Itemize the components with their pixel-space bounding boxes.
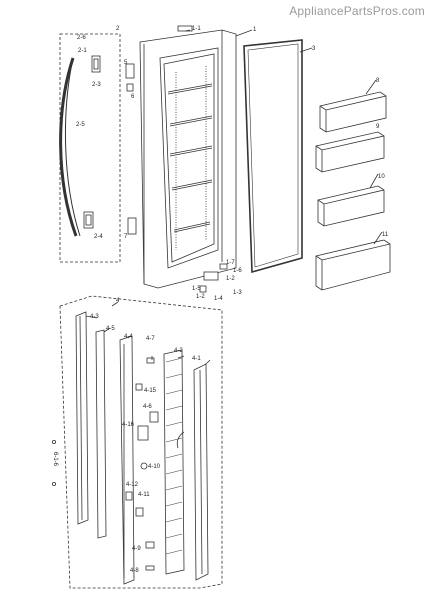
label-3: 3 xyxy=(312,46,316,52)
handle-panel-outline xyxy=(59,33,121,263)
label-4-5: 4-5 xyxy=(106,326,115,332)
label-1-7: 1-7 xyxy=(226,260,235,266)
frame-strip-4-3 xyxy=(75,311,89,525)
label-4-7: 4-7 xyxy=(146,336,155,342)
label-4-2: 4-2 xyxy=(174,348,183,354)
side-frame-4-1 xyxy=(193,363,209,581)
part-4-10 xyxy=(140,462,148,470)
part-4-11 xyxy=(125,491,133,501)
hinge-top xyxy=(125,63,135,79)
label-1-3: 1-3 xyxy=(233,290,242,296)
label-1-5: 1-5 xyxy=(192,286,201,292)
part-4-8 xyxy=(145,565,155,571)
frame-strip-4-5 xyxy=(95,329,107,539)
part-4-7 xyxy=(146,357,155,364)
label-4-12: 4-12 xyxy=(126,482,139,488)
handle-clip-top xyxy=(91,55,101,73)
door-bottom-hinge xyxy=(203,271,219,281)
label-1-1: 1-1 xyxy=(192,26,201,32)
label-2-5: 2-5 xyxy=(76,122,85,128)
label-side: 6-1-6 xyxy=(52,452,58,467)
label-4-8: 4-8 xyxy=(130,568,139,574)
label-1: 1 xyxy=(253,27,257,33)
label-4-4: 4-4 xyxy=(124,334,133,340)
part-4-9 xyxy=(145,541,155,549)
part-4-16 xyxy=(137,425,149,441)
handle-clip-bottom xyxy=(83,211,94,229)
label-4-16: 4-16 xyxy=(122,422,135,428)
label-2-3: 2-3 xyxy=(92,82,101,88)
label-1-4: 1-4 xyxy=(214,296,223,302)
door-bin-9 xyxy=(315,131,385,173)
center-frame-4-4 xyxy=(119,335,135,585)
door-bin-10 xyxy=(317,185,385,227)
door-liner xyxy=(159,47,219,269)
label-4-15: 4-15 xyxy=(144,388,157,394)
part-4-15 xyxy=(135,383,143,391)
label-10: 10 xyxy=(378,174,385,180)
label-6: 6 xyxy=(131,94,135,100)
label-4: 4 xyxy=(116,298,120,304)
label-2-6: 2-6 xyxy=(77,35,86,41)
part-4-6 xyxy=(149,411,159,423)
label-2-4: 2-4 xyxy=(94,234,103,240)
label-4-10: 4-10 xyxy=(148,464,161,470)
label-4-11: 4-11 xyxy=(138,492,150,498)
label-4-3: 4-3 xyxy=(90,314,99,320)
label-1-2b: 1-2 xyxy=(196,294,205,300)
label-4-6: 4-6 xyxy=(143,404,152,410)
label-4-1: 4-1 xyxy=(192,356,201,362)
door-gasket xyxy=(243,39,303,274)
label-1-2a: 1-2 xyxy=(226,276,235,282)
part-4-12 xyxy=(135,507,144,517)
heater-strip-4-2 xyxy=(163,349,185,575)
door-bin-11 xyxy=(315,239,391,291)
label-7: 7 xyxy=(124,234,128,240)
label-5: 5 xyxy=(124,60,128,66)
label-1-6: 1-6 xyxy=(233,268,242,274)
door-frame-assembly-outline xyxy=(59,295,223,589)
door-bin-8 xyxy=(319,91,387,133)
label-8: 8 xyxy=(376,78,380,84)
door-handle xyxy=(59,57,78,237)
label-2: 2 xyxy=(116,26,120,32)
label-2-1: 2-1 xyxy=(78,48,87,54)
label-4-9: 4-9 xyxy=(132,546,141,552)
label-9: 9 xyxy=(376,124,380,130)
hinge-bottom xyxy=(127,217,137,235)
watermark: AppliancePartsPros.com xyxy=(289,4,425,18)
label-11: 11 xyxy=(382,232,389,238)
